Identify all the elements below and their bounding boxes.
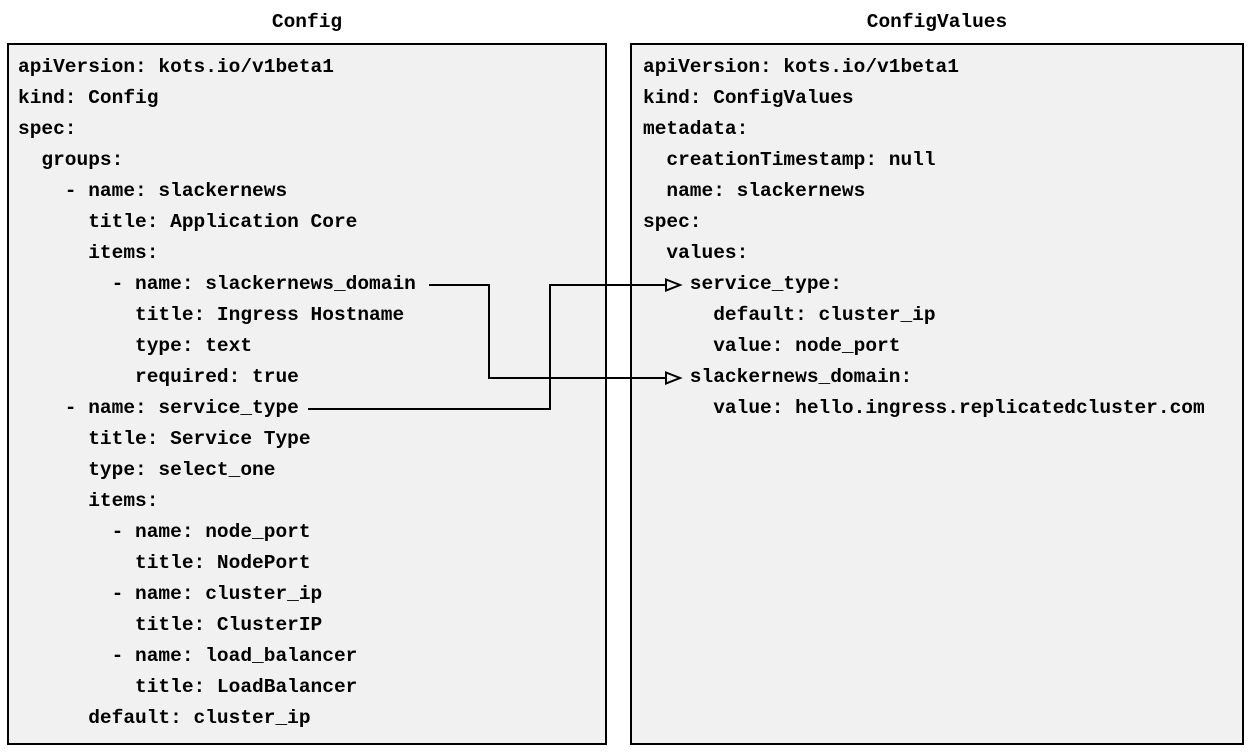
code-line: values: [643, 242, 749, 264]
code-line-service-type: - name: service_type [18, 397, 299, 419]
code-line: - name: node_port [18, 521, 311, 543]
code-line-service-type-value: service_type: [643, 273, 842, 295]
code-line: apiVersion: kots.io/v1beta1 [18, 56, 334, 78]
code-line-slackernews-domain: - name: slackernews_domain [18, 273, 416, 295]
code-line: kind: ConfigValues [643, 87, 854, 109]
code-line: items: [18, 242, 159, 264]
code-line: title: Ingress Hostname [18, 304, 405, 326]
code-line: value: node_port [643, 335, 901, 357]
code-line: - name: cluster_ip [18, 583, 323, 605]
code-line: kind: Config [18, 87, 159, 109]
code-line: apiVersion: kots.io/v1beta1 [643, 56, 959, 78]
code-line: spec: [643, 211, 702, 233]
configvalues-yaml-panel: apiVersion: kots.io/v1beta1 kind: Config… [630, 43, 1244, 745]
code-line: items: [18, 490, 159, 512]
code-line: name: slackernews [643, 180, 866, 202]
code-line: type: text [18, 335, 253, 357]
code-line: value: hello.ingress.replicatedcluster.c… [643, 397, 1205, 419]
right-panel-title: ConfigValues [866, 11, 1008, 33]
code-line: type: select_one [18, 459, 276, 481]
config-yaml-panel: apiVersion: kots.io/v1beta1 kind: Config… [7, 43, 607, 745]
code-line: title: NodePort [18, 552, 311, 574]
code-line: title: ClusterIP [18, 614, 323, 636]
code-line: - name: load_balancer [18, 645, 358, 667]
code-line: title: Application Core [18, 211, 358, 233]
left-panel-title: Config [271, 11, 343, 33]
code-line: spec: [18, 118, 77, 140]
code-line: title: Service Type [18, 428, 311, 450]
code-line: default: cluster_ip [18, 707, 311, 729]
code-line: required: true [18, 366, 299, 388]
code-line: default: cluster_ip [643, 304, 936, 326]
code-line: creationTimestamp: null [643, 149, 936, 171]
code-line-slackernews-domain-value: slackernews_domain: [643, 366, 913, 388]
code-line: - name: slackernews [18, 180, 288, 202]
code-line: metadata: [643, 118, 749, 140]
code-line: title: LoadBalancer [18, 676, 358, 698]
code-line: groups: [18, 149, 124, 171]
